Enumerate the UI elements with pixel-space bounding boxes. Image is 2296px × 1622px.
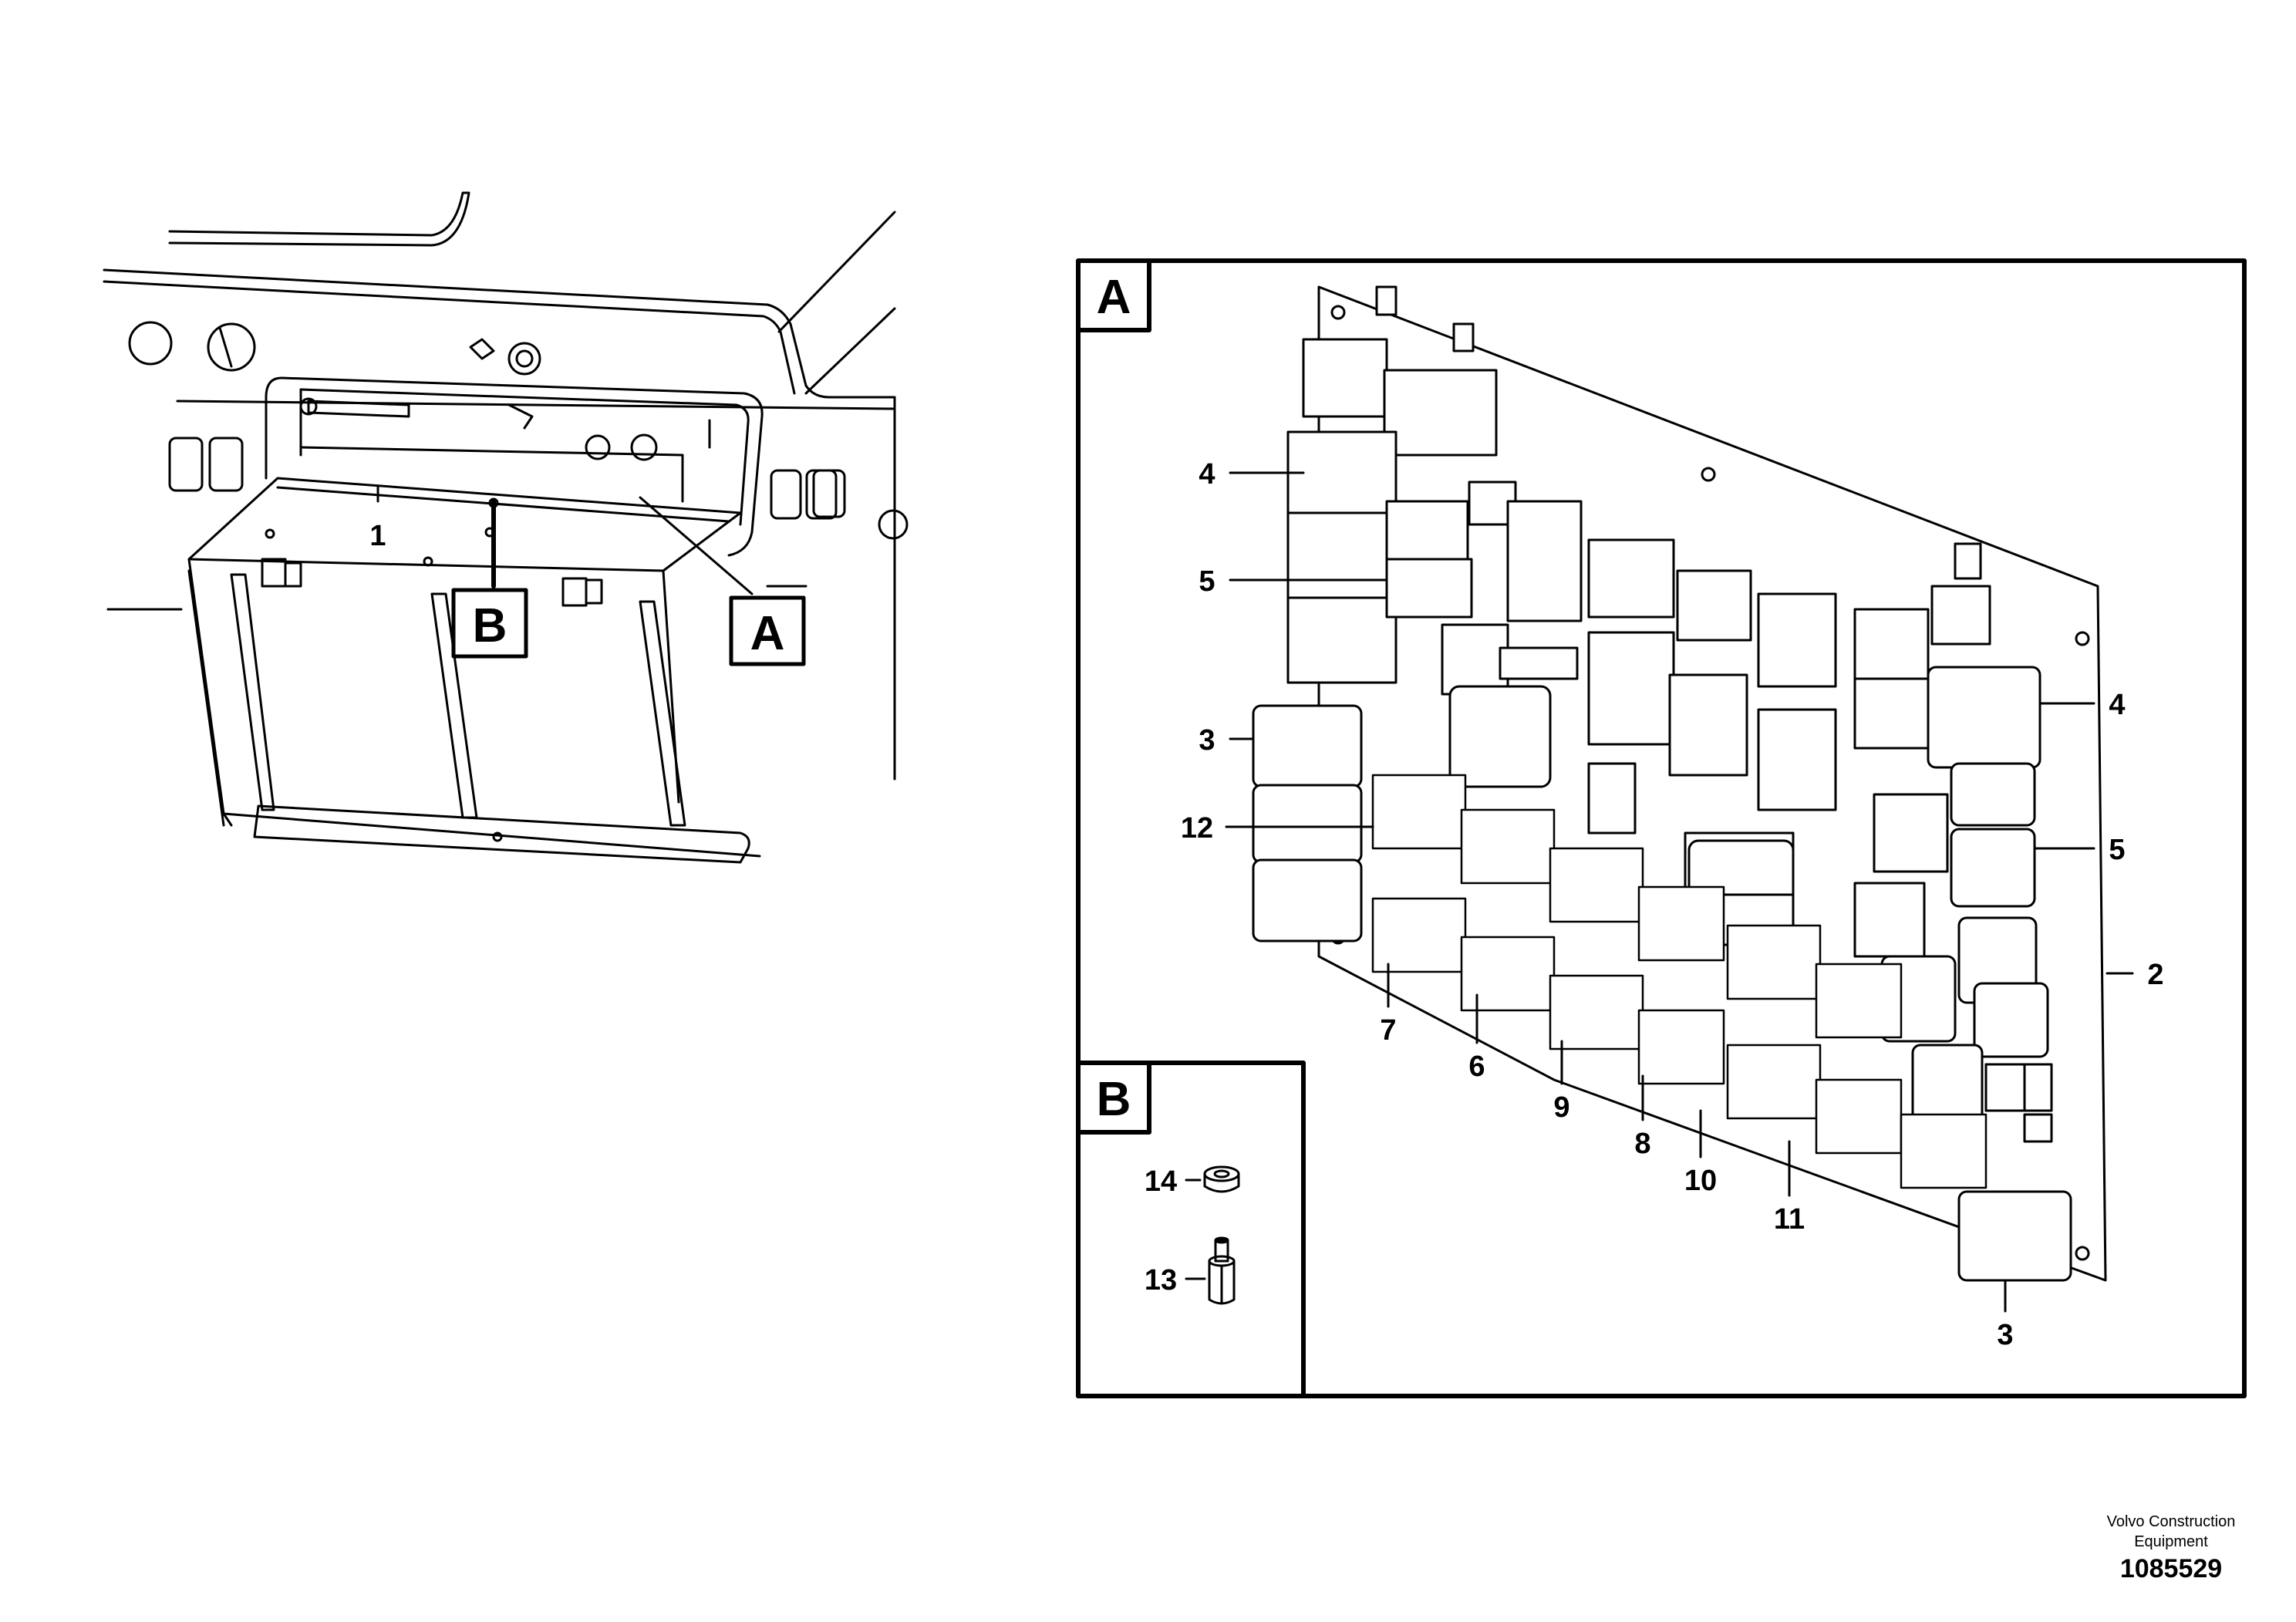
callout-8: 8	[1634, 1128, 1650, 1160]
callout-10: 10	[1684, 1165, 1717, 1197]
drawing-number: 1085529	[2119, 1554, 2223, 1583]
callout-12: 12	[1181, 812, 1213, 845]
flag-a-label: A	[750, 607, 785, 660]
nut-and-spacer-illustration	[1185, 1165, 1240, 1305]
detail-a-leaders	[1225, 471, 2134, 1313]
callout-3-bottom: 3	[1997, 1319, 2013, 1351]
callout-6: 6	[1468, 1050, 1485, 1083]
callout-5-right: 5	[2109, 834, 2125, 866]
callout-14: 14	[1145, 1165, 1177, 1198]
callout-2: 2	[2147, 959, 2163, 991]
relay-board-illustration	[1252, 285, 2107, 1282]
callout-9: 9	[1553, 1091, 1569, 1124]
flag-b-label: B	[473, 599, 507, 653]
callout-13: 13	[1145, 1264, 1177, 1297]
callout-4-right: 4	[2109, 689, 2125, 721]
callout-11: 11	[1774, 1203, 1805, 1236]
callout-7: 7	[1380, 1014, 1396, 1047]
callout-3-left: 3	[1199, 724, 1215, 757]
company-name: Volvo Construction Equipment	[2106, 1513, 2236, 1550]
callout-4-left: 4	[1199, 458, 1215, 491]
detail-b-label: B	[1097, 1073, 1131, 1126]
overview-illustration	[103, 191, 909, 864]
overview-callout-1: 1	[369, 520, 386, 552]
detail-a-label: A	[1097, 271, 1131, 324]
callout-5-left: 5	[1199, 565, 1215, 598]
